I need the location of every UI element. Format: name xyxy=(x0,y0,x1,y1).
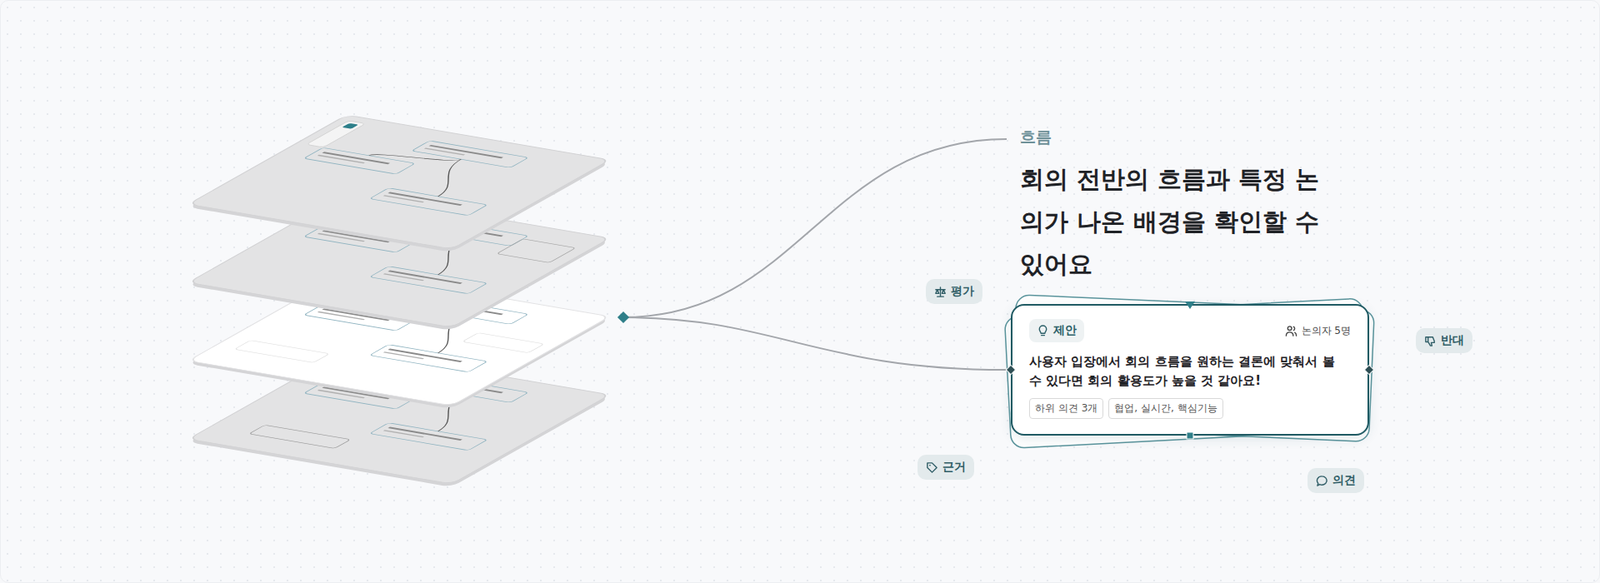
tag-label: 하위 의견 3개 xyxy=(1035,402,1098,415)
icon-stroke xyxy=(1039,325,1046,335)
category-chip: 반대 xyxy=(1415,328,1473,354)
scale-icon xyxy=(934,285,947,299)
proposal-card: 제안 논의자 5명사용자 입장에서 회의 흐름을 원하는 결론에 맞춰서 볼 수 … xyxy=(1010,304,1370,436)
heading: 회의 전반의 흐름과 특정 논의가 나온 배경을 확인할 수 있어요 xyxy=(1020,158,1337,286)
bottom-handle xyxy=(1186,432,1194,440)
card-body: 사용자 입장에서 회의 흐름을 원하는 결론에 맞춰서 볼 수 있다면 회의 활… xyxy=(1029,352,1351,390)
participants: 논의자 5명 xyxy=(1285,324,1351,339)
tag-row: 하위 의견 3개 협업, 실시간, 핵심기능 xyxy=(1029,398,1351,420)
category-chip: 평가 xyxy=(925,279,983,305)
chip-label: 근거 xyxy=(942,460,966,475)
back-card-outline xyxy=(1010,295,1375,443)
tag-icon xyxy=(925,461,939,475)
tag-label: 협업, 실시간, 핵심기능 xyxy=(1114,402,1217,415)
icon-stroke xyxy=(1425,336,1435,345)
type-pill: 제안 xyxy=(1029,319,1085,343)
right-handle xyxy=(1364,365,1374,375)
icon-stroke xyxy=(1285,325,1296,335)
keyword-tag: 협업, 실시간, 핵심기능 xyxy=(1108,398,1223,420)
pill-label: 제안 xyxy=(1053,323,1077,339)
bulb-icon xyxy=(1036,325,1050,338)
top-handle xyxy=(1185,301,1195,310)
icon-stroke xyxy=(935,286,945,296)
category-chip: 의견 xyxy=(1307,468,1365,494)
icon-stroke xyxy=(927,462,937,472)
category-chip: 근거 xyxy=(917,455,975,480)
thumb-icon xyxy=(1424,335,1437,348)
chip-label: 반대 xyxy=(1440,333,1465,349)
people-icon xyxy=(1285,325,1298,338)
left-handle xyxy=(1005,365,1015,375)
chip-label: 의견 xyxy=(1332,473,1356,489)
back-card-outline xyxy=(1004,298,1370,449)
section-label: 흐름 xyxy=(1020,126,1052,149)
card-header: 제안 논의자 5명 xyxy=(1029,319,1351,343)
keyword-tag: 하위 의견 3개 xyxy=(1029,398,1104,420)
bubble-icon xyxy=(1315,475,1329,488)
icon-stroke xyxy=(1317,475,1328,485)
chip-label: 평가 xyxy=(950,284,975,300)
participant-count: 논의자 5명 xyxy=(1301,324,1351,339)
